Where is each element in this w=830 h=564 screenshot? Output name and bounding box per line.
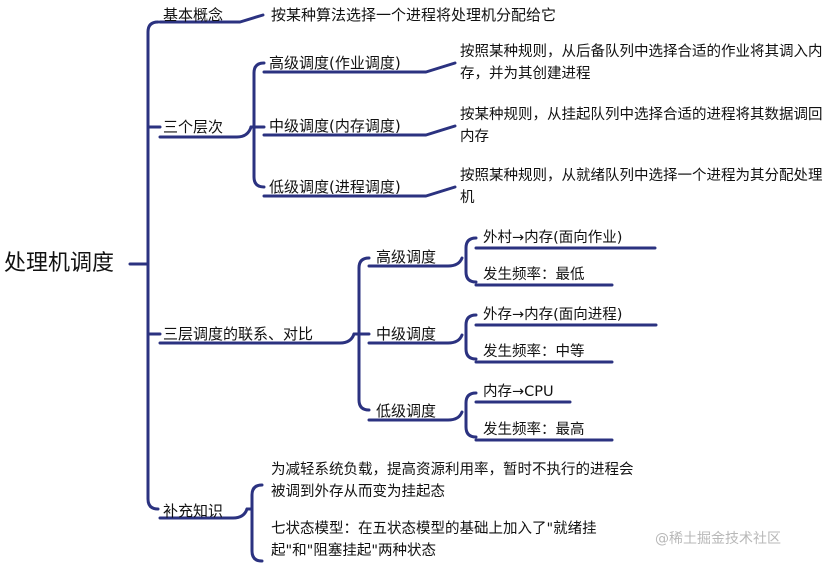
extra-item-seven-state: 七状态模型：在五状态模型的基础上加入了"就绪挂起"和"阻塞挂起"两种状态	[271, 521, 597, 559]
compare-low-node: 低级调度	[376, 402, 437, 420]
level-high-desc: 按照某种规则，从后备队列中选择合适的作业将其调入内存，并为其创建进程	[460, 44, 823, 82]
underline-mid	[262, 124, 457, 137]
level-low-desc: 按照某种规则，从就绪队列中选择一个进程为其分配处理机	[460, 168, 823, 206]
watermark: @稀土掘金技术社区	[655, 531, 781, 547]
c1-bracket	[464, 236, 478, 284]
underline-c3	[367, 410, 464, 422]
compare-high-freq: 发生频率：最低	[483, 267, 585, 283]
extra-item-suspend: 为减轻系统负载，提高资源利用率，暂时不执行的进程会被调到外存从而变为挂起态	[271, 462, 634, 500]
underline-c2	[367, 333, 464, 345]
level-high-node: 高级调度(作业调度)	[269, 54, 401, 72]
extra-trunk	[250, 483, 264, 563]
c2-bracket	[464, 313, 478, 361]
underline-compare	[158, 332, 356, 345]
underline-levels	[158, 125, 253, 139]
underline-c1	[367, 256, 464, 268]
trunk-connector	[146, 20, 160, 511]
c3-bracket	[464, 391, 478, 439]
level-mid-node: 中级调度(内存调度)	[269, 117, 401, 135]
compare-mid-node: 中级调度	[376, 325, 437, 343]
underline-low	[262, 185, 457, 198]
compare-mid-freq: 发生频率：中等	[483, 344, 585, 360]
basic-concept-node: 基本概念	[163, 6, 224, 24]
underline-basic	[158, 13, 265, 24]
basic-concept-desc: 按某种算法选择一个进程将处理机分配给它	[271, 6, 557, 24]
extra-node: 补充知识	[163, 502, 224, 520]
compare-node: 三层调度的联系、对比	[163, 325, 314, 343]
levels-node: 三个层次	[163, 118, 224, 136]
underline-extra	[158, 507, 249, 520]
level-mid-desc: 按某种规则，从挂起队列中选择合适的进程将其数据调回内存	[460, 107, 823, 145]
compare-mid-flow: 外存→内存(面向进程)	[483, 307, 623, 323]
compare-high-flow: 外村→内存(面向作业)	[483, 230, 623, 246]
compare-low-freq: 发生频率：最高	[483, 422, 585, 438]
root-node: 处理机调度	[4, 251, 115, 276]
level-low-node: 低级调度(进程调度)	[269, 178, 401, 196]
compare-low-flow: 内存→CPU	[483, 384, 554, 400]
underline-high	[262, 61, 457, 74]
levels-trunk	[252, 61, 266, 189]
compare-high-node: 高级调度	[376, 248, 437, 266]
